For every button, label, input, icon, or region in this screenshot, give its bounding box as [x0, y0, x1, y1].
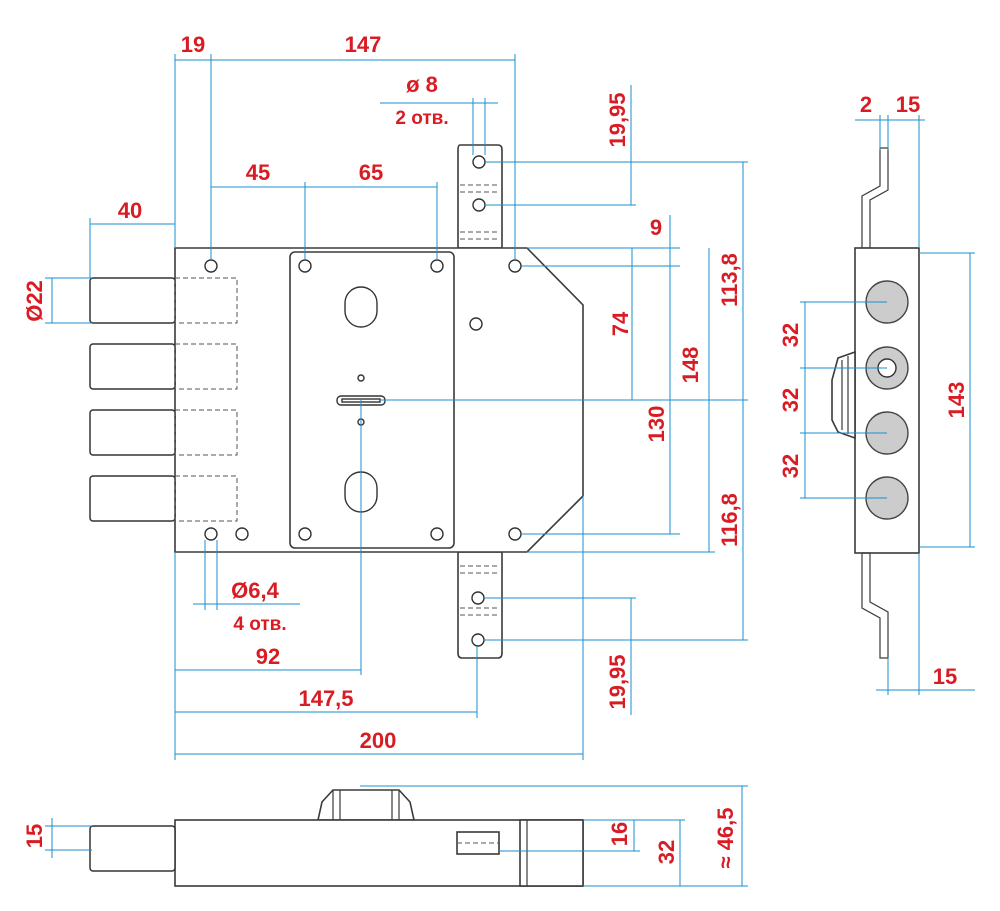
top-strike-hole-lower [472, 198, 486, 212]
side-dim-2-label: 2 [860, 92, 872, 117]
bolt-diameter-label: Ø22 [22, 280, 47, 322]
dim-200-label: 200 [360, 728, 397, 753]
bolt-1 [89, 277, 176, 324]
body-hole-mid-right [469, 317, 483, 331]
bottom-strike-hole-lower [471, 633, 485, 647]
hole-6-4-count-label: 4 отв. [233, 614, 286, 635]
side-dim-32-b-label: 32 [778, 388, 803, 412]
dim-130-label: 130 [644, 406, 669, 443]
mount-hole-top-left [204, 259, 218, 273]
side-dim-32-c-label: 32 [778, 454, 803, 478]
dim-148-label: 148 [678, 347, 703, 384]
side-cylinder-housing [831, 350, 856, 440]
front-view: 19 147 ø 8 2 отв. 45 65 40 Ø22 19,95 9 [22, 32, 748, 760]
cover-hole-tl [298, 259, 312, 273]
body-hole-small-left [235, 527, 249, 541]
dim-40-label: 40 [118, 198, 142, 223]
dim-113-8-label: 113,8 [717, 253, 742, 307]
hole-8-diameter-label: ø 8 [406, 72, 438, 97]
cover-hole-tr [430, 259, 444, 273]
hole-6-4-diameter-label: Ø6,4 [231, 578, 279, 603]
side-dim-15-top-label: 15 [896, 92, 920, 117]
side-dim-143-label: 143 [944, 382, 969, 419]
dim-92-label: 92 [256, 644, 280, 669]
dim-45-label: 45 [246, 160, 270, 185]
bottom-bolt [89, 825, 176, 872]
bolt-4 [89, 475, 176, 522]
side-dim-32-a-label: 32 [778, 323, 803, 347]
bottom-view: 15 16 32 ≈ 46,5 [22, 785, 748, 887]
dim-19-label: 19 [181, 32, 205, 57]
dim-116-8-label: 116,8 [717, 493, 742, 547]
side-top-strike [861, 147, 889, 249]
side-bottom-strike [861, 552, 889, 659]
hole-8-count-label: 2 отв. [395, 108, 448, 129]
side-view: 2 15 32 32 32 143 15 [778, 92, 975, 695]
upper-slot [344, 286, 378, 328]
bottom-strike-plate [457, 551, 503, 659]
side-dim-15-bottom-label: 15 [933, 664, 957, 689]
mount-hole-bottom-right [508, 527, 522, 541]
dim-74-label: 74 [608, 311, 633, 336]
cover-hole-br [430, 527, 444, 541]
bottom-dim-46-5-label: ≈ 46,5 [713, 807, 738, 868]
dim-65-label: 65 [359, 160, 383, 185]
bottom-dim-32-label: 32 [654, 840, 679, 864]
dim-147-5-label: 147,5 [298, 686, 353, 711]
bottom-strike-hole-upper [471, 591, 485, 605]
bottom-dim-15-label: 15 [22, 824, 47, 848]
dim-19-95-top-label: 19,95 [605, 92, 630, 147]
dim-9-label: 9 [650, 215, 662, 240]
top-strike-hole-upper [472, 155, 486, 169]
mount-hole-top-right [508, 259, 522, 273]
mount-hole-bottom-left [204, 527, 218, 541]
bottom-strike [519, 819, 584, 887]
bottom-dim-16-label: 16 [607, 822, 632, 846]
dim-147-label: 147 [345, 32, 382, 57]
bolt-3 [89, 409, 176, 456]
cover-hole-bl [298, 527, 312, 541]
dim-19-95-bottom-label: 19,95 [605, 654, 630, 709]
bolt-2 [89, 343, 176, 390]
